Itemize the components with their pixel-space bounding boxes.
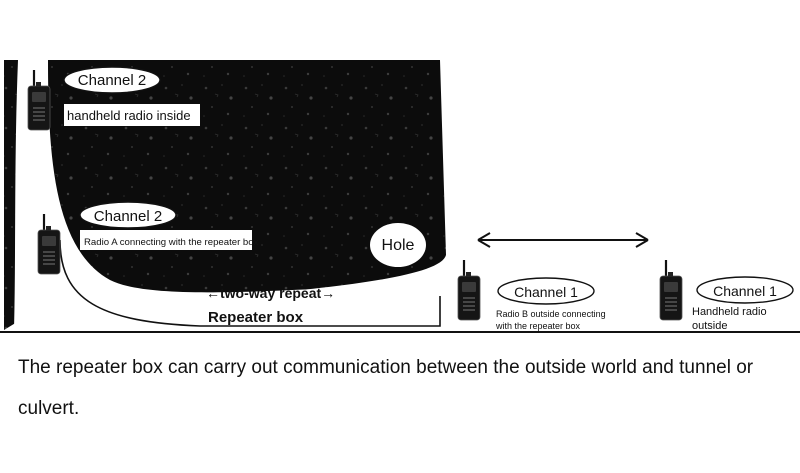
two-way-repeat-label: ←two-way repeat→ bbox=[206, 285, 335, 301]
channel-2-top-label: Channel 2 bbox=[63, 66, 161, 94]
hole-opening bbox=[370, 223, 426, 267]
channel-1-b-label: Channel 1 bbox=[497, 277, 595, 305]
svg-text:Channel 2: Channel 2 bbox=[94, 208, 162, 225]
tunnel-repeater-diagram: Channel 2 handheld radio inside Channel … bbox=[0, 60, 800, 333]
svg-text:Channel 1: Channel 1 bbox=[514, 284, 578, 300]
radio-b-label-line1: Radio B outside connecting bbox=[496, 309, 606, 319]
repeater-cable bbox=[59, 239, 441, 327]
tunnel-passage bbox=[14, 60, 448, 330]
svg-text:Channel 2: Channel 2 bbox=[78, 72, 146, 89]
handheld-inside-label: handheld radio inside bbox=[64, 104, 200, 126]
svg-text:Channel 1: Channel 1 bbox=[713, 283, 777, 299]
handheld-outside-label-line2: outside bbox=[692, 320, 727, 332]
channel-2-mid-label: Channel 2 bbox=[79, 201, 177, 229]
repeater-box-label: Repeater box bbox=[208, 309, 304, 326]
hole-label: Hole bbox=[382, 237, 415, 254]
radio-b-label-line2: with the repeater box bbox=[495, 321, 581, 331]
diagram-caption: The repeater box can carry out communica… bbox=[18, 357, 754, 419]
radio-b-icon bbox=[456, 258, 482, 322]
handheld-outside-label-line1: Handheld radio bbox=[692, 306, 767, 318]
radio-a-label: Radio A connecting with the repeater box bbox=[80, 230, 259, 250]
radio-outside-icon bbox=[658, 258, 684, 322]
terrain bbox=[4, 60, 446, 330]
svg-text:handheld radio inside: handheld radio inside bbox=[67, 108, 191, 123]
svg-text:Radio A connecting with the re: Radio A connecting with the repeater box bbox=[84, 237, 259, 248]
channel-1-outside-label: Channel 1 bbox=[696, 276, 794, 304]
double-arrow-icon bbox=[477, 232, 649, 248]
